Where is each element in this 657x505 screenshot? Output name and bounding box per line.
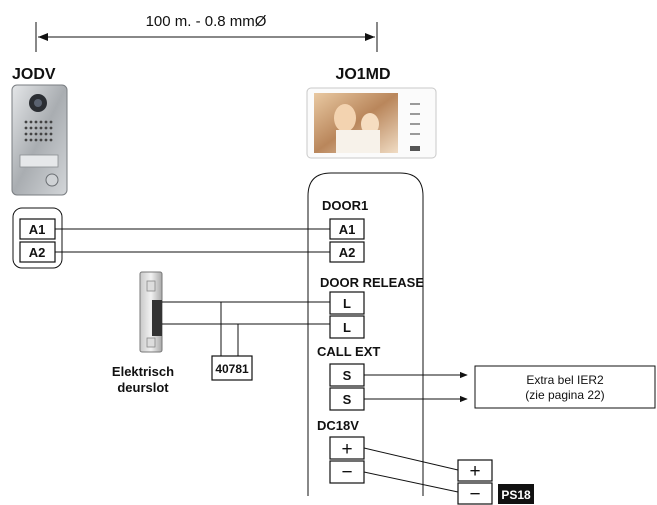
outdoor-terminal-a2-label: A2 [29, 245, 46, 260]
door-station-image [11, 84, 68, 196]
monitor-terminal-enclosure [307, 172, 424, 496]
ps18-terminal-minus-label: − [469, 484, 480, 505]
door-release-label: DOOR RELEASE [320, 275, 424, 290]
dc18v-label: DC18V [317, 418, 359, 433]
door-release-terminal-l2-label: L [343, 320, 351, 335]
diode-box [211, 355, 253, 381]
electric-lock-image [139, 271, 163, 353]
door-release-terminal-l1 [329, 291, 365, 315]
dimension-line [35, 22, 378, 52]
monitor-image [306, 87, 437, 159]
extra-bell-box [474, 365, 656, 409]
ps18-terminal-plus [457, 459, 493, 482]
outdoor-unit-title: JODV [12, 66, 56, 83]
outdoor-terminal-a1-label: A1 [29, 222, 46, 237]
call-ext-terminal-s1-label: S [343, 368, 352, 383]
dimension-label: 100 m. - 0.8 mmØ [146, 13, 267, 30]
ps18-badge [498, 484, 534, 504]
extra-bell-line1: Extra bel IER2 [526, 373, 604, 387]
monitor-title: JO1MD [335, 66, 390, 83]
dc18v-terminal-minus-label: − [341, 462, 352, 483]
lock-caption-line2: deurslot [117, 380, 169, 395]
ps18-terminal-plus-label: + [469, 461, 480, 482]
ps18-terminal-minus [457, 482, 493, 505]
ps18-badge-label: PS18 [501, 488, 531, 502]
door1-terminal-a1-label: A1 [339, 222, 356, 237]
extra-bell-line2: (zie pagina 22) [525, 388, 604, 402]
dc18v-terminal-plus-label: + [341, 439, 352, 460]
call-ext-label: CALL EXT [317, 344, 380, 359]
door1-terminal-a2-label: A2 [339, 245, 356, 260]
door-release-terminal-l1-label: L [343, 296, 351, 311]
lock-caption-line1: Elektrisch [112, 364, 174, 379]
door-release-terminal-l2 [329, 315, 365, 339]
call-ext-terminal-s2-label: S [343, 392, 352, 407]
wire-dc-plus [363, 447, 459, 471]
outdoor-terminal-enclosure [12, 207, 63, 269]
wire-dc-minus [363, 471, 459, 493]
diode-label: 40781 [215, 362, 249, 376]
door1-label: DOOR1 [322, 198, 368, 213]
